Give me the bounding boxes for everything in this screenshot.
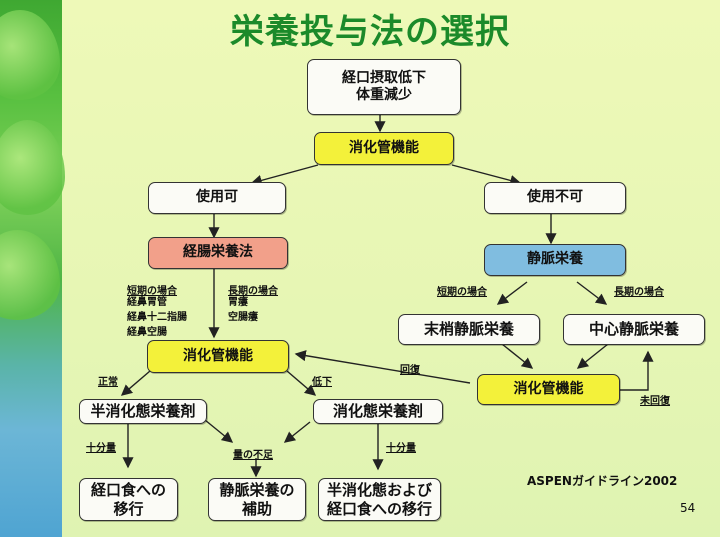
not-usable-node: 使用不可 <box>484 182 626 214</box>
route-item: 経鼻十二指腸 <box>127 312 187 323</box>
arrow <box>451 164 522 186</box>
arrow <box>576 281 608 305</box>
semi-digested-formula-node: 半消化態栄養剤 <box>79 399 207 424</box>
slide-title: 栄養投与法の選択 <box>230 12 510 52</box>
gi-function-left-node: 消化管機能 <box>147 340 289 373</box>
node-line: 移行 <box>113 499 144 518</box>
route-item: 空腸瘻 <box>228 312 258 323</box>
semi-and-oral-transition-node: 半消化態および経口食への移行 <box>318 478 441 521</box>
insufficient-label: 量の不足 <box>233 450 273 461</box>
arrow <box>620 350 654 391</box>
gi-function-top-node: 消化管機能 <box>314 132 454 165</box>
arrow <box>294 350 471 384</box>
reference-citation: ASPENガイドライン2002 <box>527 474 678 488</box>
recovered-label: 回復 <box>400 365 420 376</box>
long-term-routes: 胃瘻 空腸瘻 <box>228 295 258 325</box>
page-number: 54 <box>680 501 696 515</box>
node-line: 経口食への <box>90 480 166 499</box>
short-term-iv-label: 短期の場合 <box>437 287 487 298</box>
decreased-label: 低下 <box>312 377 332 388</box>
enteral-nutrition-node: 経腸栄養法 <box>148 237 288 269</box>
sufficient-left-label: 十分量 <box>86 443 116 454</box>
node-line: 経口摂取低下 <box>342 69 426 86</box>
arrow <box>120 370 151 396</box>
normal-label: 正常 <box>98 377 118 388</box>
long-term-label: 長期の場合 <box>228 286 278 297</box>
oral-transition-node: 経口食への移行 <box>79 478 178 521</box>
arrow <box>286 370 317 396</box>
node-line: 補助 <box>241 499 272 518</box>
iv-supplement-node: 静脈栄養の補助 <box>208 478 306 521</box>
arrow <box>283 421 311 443</box>
arrow <box>204 419 234 443</box>
node-line: 静脈栄養の <box>219 480 295 499</box>
node-line: 経口食への移行 <box>326 499 432 518</box>
start-node: 経口摂取低下体重減少 <box>307 59 461 115</box>
central-iv-node: 中心静脈栄養 <box>563 314 705 345</box>
decorative-leaf-sidebar <box>0 0 65 537</box>
arrow <box>576 343 609 369</box>
not-recovered-label: 未回復 <box>640 396 670 407</box>
gi-function-right-node: 消化管機能 <box>477 374 620 405</box>
route-item: 経鼻胃管 <box>127 297 167 308</box>
short-term-routes: 経鼻胃管 経鼻十二指腸 経鼻空腸 <box>127 295 187 340</box>
route-item: 胃瘻 <box>228 297 248 308</box>
long-term-iv-label: 長期の場合 <box>614 287 664 298</box>
route-item: 経鼻空腸 <box>127 327 167 338</box>
peripheral-iv-node: 末梢静脈栄養 <box>398 314 540 345</box>
sufficient-right-label: 十分量 <box>386 443 416 454</box>
arrow <box>250 164 319 186</box>
parenteral-nutrition-node: 静脈栄養 <box>484 244 626 276</box>
arrow <box>501 343 534 369</box>
node-line: 半消化態および <box>326 480 432 499</box>
arrow <box>496 281 528 305</box>
node-line: 体重減少 <box>356 87 412 103</box>
usable-node: 使用可 <box>148 182 286 214</box>
short-term-label: 短期の場合 <box>127 286 177 297</box>
digested-formula-node: 消化態栄養剤 <box>313 399 443 424</box>
